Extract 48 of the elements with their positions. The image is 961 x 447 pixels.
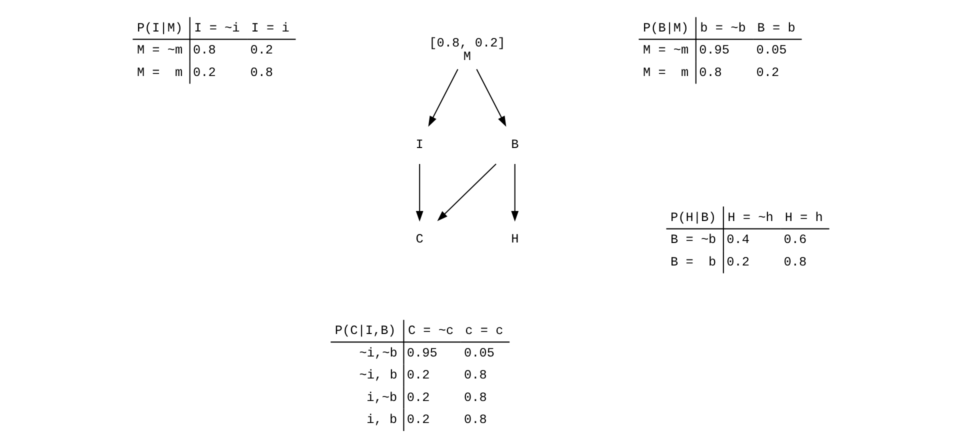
label: 0.05 <box>464 345 494 360</box>
label: ~i, b <box>358 368 397 383</box>
label: 0.8 <box>783 254 806 270</box>
node-text: B <box>510 136 518 152</box>
label: M = ~m <box>136 42 182 58</box>
label: P(H|B) <box>670 210 716 225</box>
label: P(I|M) <box>136 20 182 36</box>
label: I = ~i <box>194 20 240 36</box>
node-text: H <box>510 232 518 247</box>
label: 0.2 <box>406 412 430 428</box>
label: 0.2 <box>726 254 749 270</box>
label: 0.05 <box>756 42 786 58</box>
label: H = h <box>784 210 822 225</box>
label: 0.95 <box>698 42 730 58</box>
label: P(B|M) <box>642 20 688 36</box>
label: 0.2 <box>406 368 430 383</box>
node-text: M <box>462 49 471 64</box>
node-text: I <box>415 136 423 152</box>
label: 0.8 <box>698 64 722 80</box>
label: I = i <box>250 20 289 36</box>
label: P(C|I,B) <box>334 323 396 338</box>
label: 0.2 <box>756 64 779 80</box>
label: i,~b <box>366 390 397 405</box>
label: M = m <box>136 64 182 80</box>
label: 0.8 <box>464 412 486 428</box>
label: 0.2 <box>406 390 430 405</box>
label: B = b <box>756 20 795 36</box>
label: M = m <box>642 64 688 80</box>
label: B = ~b <box>670 232 716 248</box>
label: 0.2 <box>192 64 216 80</box>
label: 0.8 <box>192 42 216 58</box>
label: C = ~c <box>407 323 454 338</box>
label: i, b <box>366 412 397 428</box>
label: 0.6 <box>783 232 806 248</box>
label: b = ~b <box>700 20 746 36</box>
label: 0.2 <box>250 42 273 58</box>
label: H = ~h <box>727 210 773 225</box>
label: c = c <box>464 323 503 338</box>
label: 0.8 <box>464 368 486 383</box>
label: B = b <box>670 254 716 270</box>
node-label: [0.8, 0.2] <box>428 35 505 50</box>
label: M = ~m <box>642 42 688 58</box>
label: 0.8 <box>464 390 486 405</box>
label: 0.4 <box>726 232 749 248</box>
label: 0.8 <box>250 64 273 80</box>
node-text: C <box>415 232 423 247</box>
label: ~i,~b <box>358 345 397 360</box>
label: 0.95 <box>406 345 437 360</box>
